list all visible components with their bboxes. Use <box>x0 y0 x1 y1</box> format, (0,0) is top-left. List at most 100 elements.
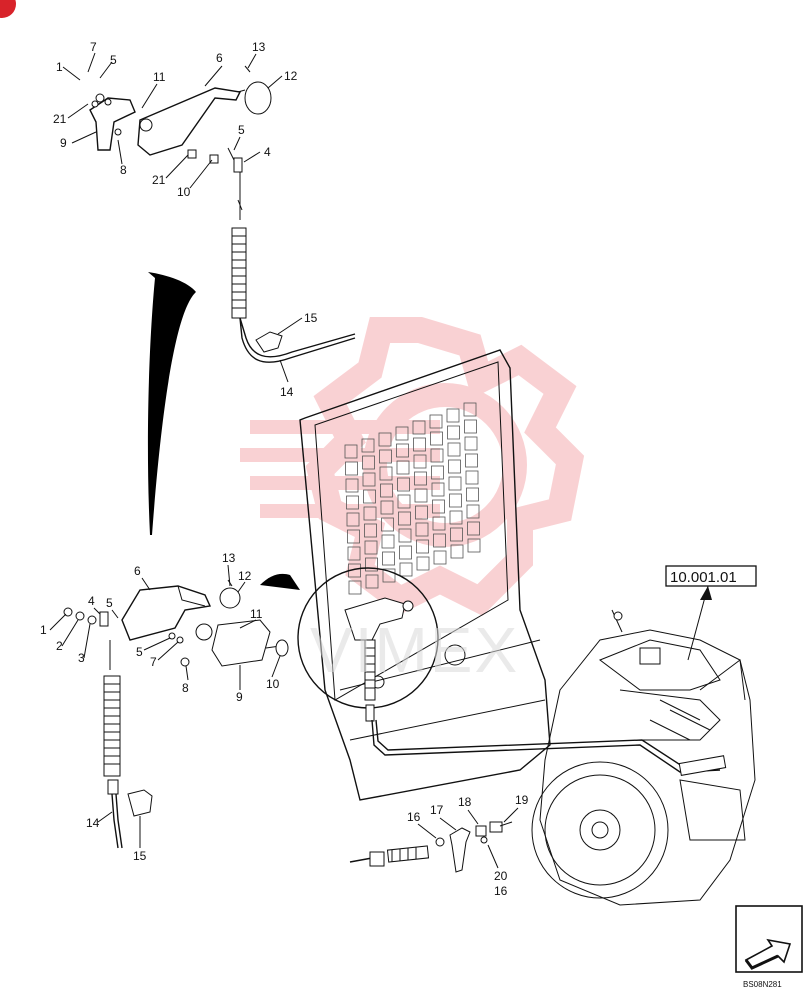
lower-assembly <box>63 579 289 849</box>
grille-cell <box>433 533 446 548</box>
lower-callout-5b: 5 <box>136 645 143 659</box>
engine-callout-17: 17 <box>430 803 444 817</box>
grille-cell <box>466 504 480 519</box>
reference-box: 10.001.01 <box>665 565 757 661</box>
grille-cell <box>397 494 411 509</box>
lower-callout-3: 3 <box>78 651 85 665</box>
next-page-arrow-icon[interactable] <box>735 905 803 973</box>
grille-cell <box>448 459 461 474</box>
upper-callout-5a: 5 <box>110 53 117 67</box>
upper-callout-5b: 5 <box>238 123 245 137</box>
upper-callout-21a: 21 <box>53 112 67 126</box>
grille-cell <box>413 437 426 452</box>
engine-callout-19: 19 <box>515 793 529 807</box>
grille-cell <box>363 506 377 521</box>
upper-callout-1: 1 <box>56 60 63 74</box>
grille-cell <box>431 482 445 497</box>
grille-cell <box>365 557 378 572</box>
upper-callout-7: 7 <box>90 40 97 54</box>
grille-cell <box>380 483 393 498</box>
lower-callout-14: 14 <box>86 816 100 830</box>
grille-cell <box>397 477 410 492</box>
grille-cell <box>429 414 443 429</box>
lower-callout-5a: 5 <box>106 596 113 610</box>
grille-cell <box>464 436 478 451</box>
watermark-text: VIMEX <box>310 614 519 686</box>
upper-callout-10: 10 <box>177 185 191 199</box>
grille-cell <box>345 461 358 476</box>
grille-cell <box>380 500 394 515</box>
watermark-logo <box>240 317 585 616</box>
upper-callout-11: 11 <box>153 70 166 84</box>
grille-cell <box>365 574 379 589</box>
grille-cell <box>362 472 376 487</box>
upper-callout-6: 6 <box>216 51 223 65</box>
grille-cell <box>382 568 396 583</box>
grille-cell <box>362 455 375 470</box>
grille-cell <box>447 442 461 457</box>
grille-cell <box>399 562 413 577</box>
grille-cell <box>381 534 395 549</box>
grille-cell <box>348 580 362 595</box>
grille-cell <box>379 449 392 464</box>
lower-callout-9: 9 <box>236 690 243 704</box>
grille-cell <box>431 465 444 480</box>
grille-cell <box>464 419 477 434</box>
grille-cell <box>396 460 410 475</box>
engine-callout-16b: 16 <box>494 884 508 898</box>
grille-cell <box>450 544 464 559</box>
lower-callout-15: 15 <box>133 849 147 863</box>
lower-callout-1: 1 <box>40 623 47 637</box>
grille-cell <box>430 431 443 446</box>
lower-callout-13: 13 <box>222 551 236 565</box>
grille-cell <box>396 443 409 458</box>
throttle-cable <box>371 719 727 776</box>
grille-cell <box>465 453 478 468</box>
upper-callouts: 1 7 5 11 6 13 12 21 9 8 21 10 5 4 15 14 <box>53 40 318 399</box>
lower-callout-7: 7 <box>150 655 157 669</box>
drawing-code: BS08N281 <box>743 980 782 989</box>
lower-callout-8: 8 <box>182 681 189 695</box>
lower-callout-6: 6 <box>134 564 141 578</box>
lower-callout-10: 10 <box>266 677 280 691</box>
lower-callout-4: 4 <box>88 594 95 608</box>
engine-hardware <box>349 821 513 873</box>
engine-callout-18: 18 <box>458 795 472 809</box>
grille <box>344 402 481 595</box>
upper-cable-boot <box>231 227 247 319</box>
machine-panel <box>299 349 551 801</box>
upper-callout-9: 9 <box>60 136 67 150</box>
grille-cell <box>416 556 430 571</box>
grille-cell <box>345 478 359 493</box>
upper-assembly <box>89 65 356 363</box>
grille-cell <box>398 511 411 526</box>
lower-callout-11: 11 <box>250 607 263 621</box>
lower-callouts: 13 12 6 4 5 11 1 2 3 5 7 8 9 10 14 15 <box>40 551 281 863</box>
grille-cell <box>361 438 375 453</box>
detail-circle <box>297 567 439 722</box>
engine <box>531 609 756 906</box>
engine-callout-20: 20 <box>494 869 508 883</box>
grille-cell <box>381 517 394 532</box>
grille-cell <box>449 493 462 508</box>
grille-cell <box>412 420 426 435</box>
upper-callout-21b: 21 <box>152 173 166 187</box>
engine-callout-16a: 16 <box>407 810 421 824</box>
grille-cell <box>448 476 462 491</box>
grille-cell <box>447 425 460 440</box>
grille-cell <box>363 489 376 504</box>
grille-cell <box>463 402 477 417</box>
grille-cell <box>467 521 480 536</box>
grille-cell <box>432 516 446 531</box>
grille-cell <box>414 471 427 486</box>
engine-callouts: 16 17 18 19 20 16 <box>407 793 529 898</box>
grille-cell <box>364 540 378 555</box>
reference-box-label: 10.001.01 <box>670 569 737 586</box>
grille-cell <box>430 448 444 463</box>
lower-cable-boot <box>103 675 121 777</box>
pointer-arrow <box>147 272 300 590</box>
grille-cell <box>466 487 479 502</box>
grille-cell <box>346 512 360 527</box>
upper-callout-4: 4 <box>264 145 271 159</box>
